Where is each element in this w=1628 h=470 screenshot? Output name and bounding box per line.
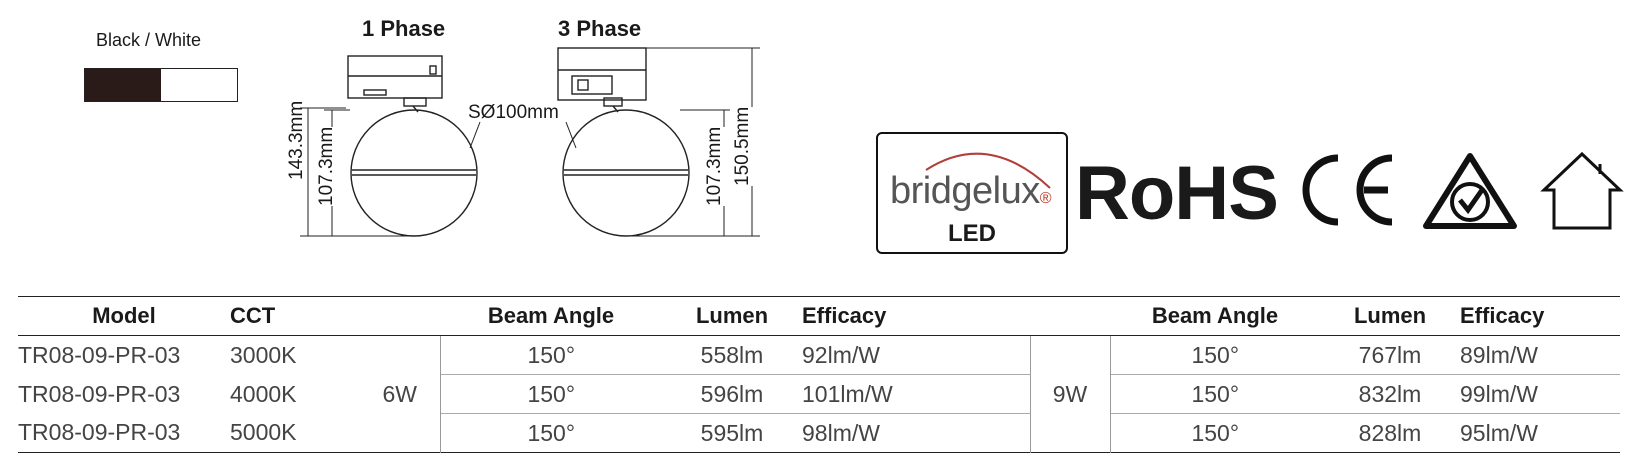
- cell-power-1: 6W: [360, 335, 441, 453]
- cell-power-2: 9W: [1030, 335, 1111, 453]
- bridgelux-led-label: LED: [948, 220, 996, 247]
- finish-swatch: [84, 68, 238, 102]
- cell-efficacy-1: 92lm/W: [802, 335, 952, 375]
- header-model: Model: [18, 296, 230, 336]
- ce-mark-icon: [1302, 154, 1393, 226]
- header-efficacy-2: Efficacy: [1460, 296, 1620, 336]
- cell-model: TR08-09-PR-03: [18, 419, 181, 446]
- dim-sphere-diameter: SØ100mm: [468, 102, 559, 123]
- table-header-row: Model CCT Beam Angle Lumen Efficacy Beam…: [18, 296, 1620, 336]
- header-lumen-2: Lumen: [1320, 296, 1460, 336]
- dim-total-height-right: 150.5mm: [732, 106, 754, 186]
- cell-cct: 5000K: [230, 419, 297, 446]
- phase-3-sphere-icon: [562, 109, 690, 237]
- bridgelux-swoosh-icon: [925, 152, 1051, 189]
- swatch-black: [85, 69, 161, 101]
- cell-beam-angle-2: 150°: [1110, 374, 1320, 414]
- header-beam-angle-2: Beam Angle: [1110, 296, 1320, 336]
- cell-lumen-1: 596lm: [662, 374, 802, 414]
- cell-cct: 4000K: [230, 380, 297, 407]
- bridgelux-brand: bridgelux®: [890, 170, 1052, 213]
- cell-beam-angle-2: 150°: [1191, 419, 1240, 446]
- header-beam-angle-1: Beam Angle: [440, 296, 662, 336]
- header-power-1: [360, 296, 440, 336]
- cell-model: TR08-09-PR-03: [18, 341, 181, 368]
- phase-1-label: 1 Phase: [362, 16, 446, 41]
- cell-efficacy-1: 101lm/W: [802, 374, 952, 414]
- cell-efficacy-2: 89lm/W: [1460, 335, 1620, 375]
- cell-beam-angle-1: 150°: [440, 374, 662, 414]
- header-cct: CCT: [230, 296, 360, 336]
- cell-efficacy-1: 98lm/W: [802, 419, 880, 446]
- cell-spacer: [952, 413, 1031, 453]
- cell-beam-angle-2: 150°: [1110, 335, 1320, 375]
- dim-sphere-height-left: 107.3mm: [316, 126, 338, 206]
- cell-lumen-2: 767lm: [1320, 335, 1460, 375]
- cell-model: TR08-09-PR-03: [18, 380, 181, 407]
- cell-spacer: [952, 335, 1031, 375]
- rohs-logo: RoHS: [1075, 151, 1279, 236]
- spec-table: Model CCT Beam Angle Lumen Efficacy Beam…: [18, 296, 1620, 453]
- dim-total-height: 143.3mm: [286, 100, 307, 180]
- drawing-svg: [300, 47, 760, 237]
- cell-lumen-1: 558lm: [662, 335, 802, 375]
- cell-cct: 3000K: [230, 341, 297, 368]
- phase-3-label: 3 Phase: [558, 16, 642, 41]
- bridgelux-registered-mark: ®: [1039, 190, 1052, 207]
- swatch-white: [161, 69, 237, 101]
- bridgelux-brand-text: bridgelux: [890, 170, 1040, 212]
- technical-drawing: 1 Phase 3 Phase: [280, 10, 800, 255]
- cell-beam-angle-1: 150°: [527, 419, 576, 446]
- indoor-house-icon: [1540, 151, 1624, 230]
- bridgelux-logo: bridgelux® LED: [876, 132, 1068, 254]
- cell-lumen-2: 828lm: [1358, 419, 1422, 446]
- cell-efficacy-2: 99lm/W: [1460, 374, 1620, 414]
- phase-1-sphere-icon: [350, 109, 478, 237]
- table-row: TR08-09-PR-03 5000K 150° 595lm 98lm/W 15…: [18, 413, 1620, 453]
- cell-spacer: [952, 374, 1031, 414]
- header-spacer: [952, 296, 1030, 336]
- header-efficacy-1: Efficacy: [802, 296, 952, 336]
- cell-lumen-2: 832lm: [1320, 374, 1460, 414]
- diameter-leader-lines: [469, 121, 577, 149]
- dim-sphere-height-right: 107.3mm: [704, 126, 726, 206]
- header-power-2: [1030, 296, 1110, 336]
- cell-beam-angle-1: 150°: [440, 335, 662, 375]
- rcm-mark-icon: [1423, 153, 1517, 229]
- finish-label: Black / White: [96, 30, 202, 50]
- table-row: TR08-09-PR-03 4000K 150° 596lm 101lm/W 1…: [18, 374, 1620, 414]
- cell-lumen-1: 595lm: [700, 419, 764, 446]
- cell-efficacy-2: 95lm/W: [1460, 419, 1538, 446]
- phase-3-adapter-icon: [557, 47, 647, 113]
- phase-1-adapter-icon: [347, 55, 443, 113]
- header-lumen-1: Lumen: [662, 296, 802, 336]
- table-row: TR08-09-PR-03 3000K 6W 150° 558lm 92lm/W…: [18, 335, 1620, 453]
